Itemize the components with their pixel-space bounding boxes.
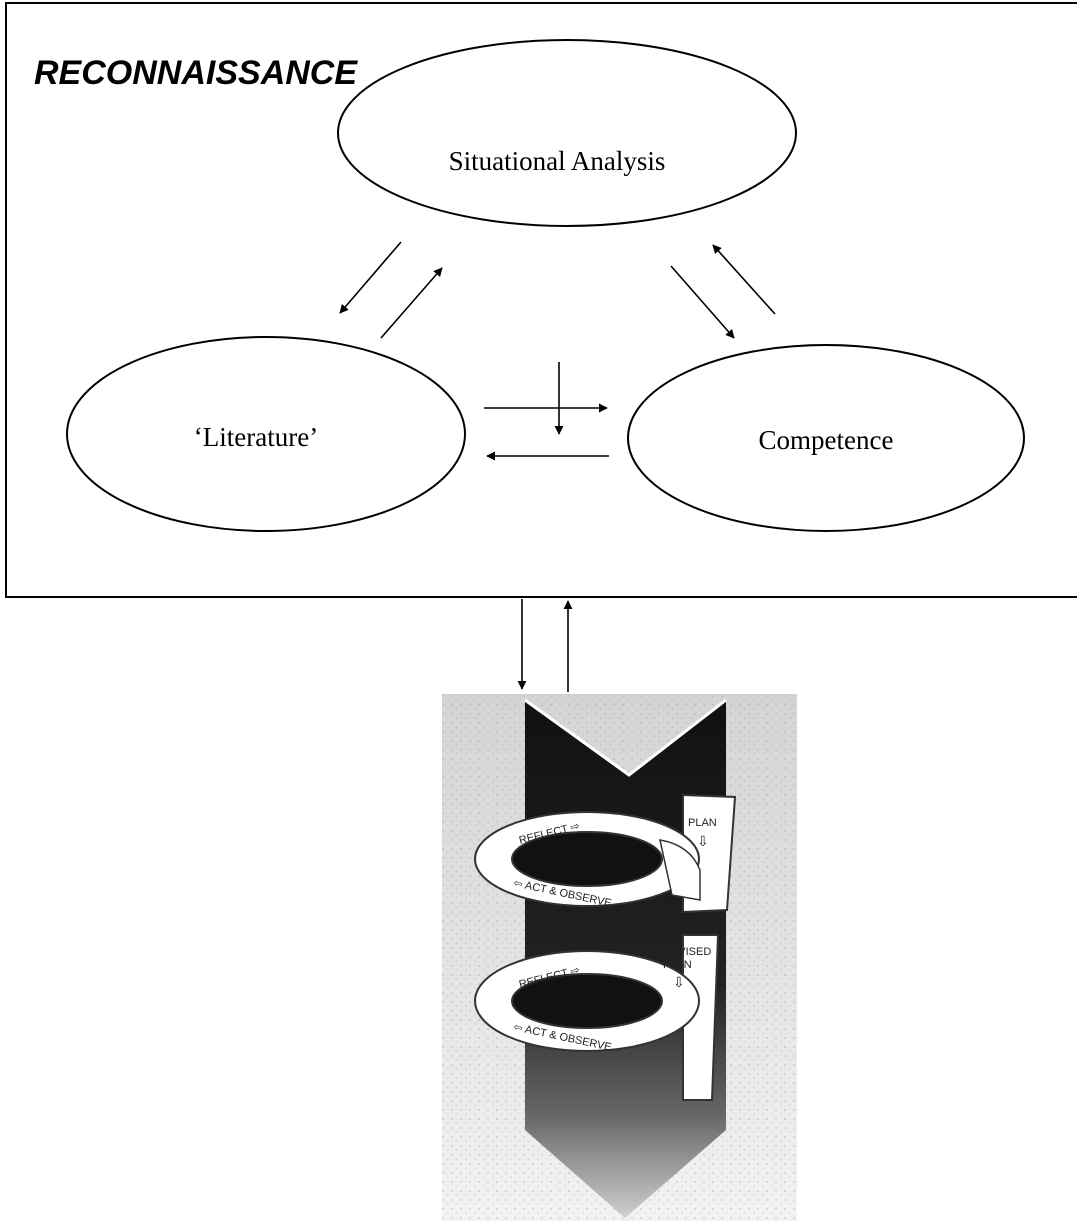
arrows-reconnaissance xyxy=(339,241,776,461)
arrow-situational-to-literature xyxy=(339,241,402,314)
arrows-box-spiral xyxy=(517,599,573,692)
node-literature: ‘Literature’ xyxy=(66,336,466,532)
literature-label: ‘Literature’ xyxy=(194,422,318,452)
revised-plan-down-arrow: ⇩ xyxy=(673,974,685,990)
node-competence: Competence xyxy=(627,344,1025,532)
reconnaissance-title: RECONNAISSANCE xyxy=(34,54,358,92)
plan-down-arrow: ⇩ xyxy=(697,833,709,849)
revised-plan-label-line1: REVISED xyxy=(663,946,711,958)
spiral-loop-2 xyxy=(474,950,700,1052)
node-situational-analysis: Situational Analysis xyxy=(337,39,797,227)
plan-label: PLAN xyxy=(688,817,717,829)
arrow-competence-to-situational xyxy=(712,244,776,315)
revised-plan-label-line2: PLAN xyxy=(663,959,692,971)
arrow-literature-to-situational xyxy=(380,267,443,339)
action-research-spiral: PLAN ⇩ REFLECT ⇨ ⇦ ACT & OBSERVE REVISED… xyxy=(442,694,797,1221)
spiral-loop-1 xyxy=(474,811,701,907)
plan-band-2 xyxy=(682,934,720,1101)
arrow-situational-to-competence xyxy=(670,265,735,339)
situational-analysis-label: Situational Analysis xyxy=(449,146,666,176)
competence-label: Competence xyxy=(759,425,894,455)
